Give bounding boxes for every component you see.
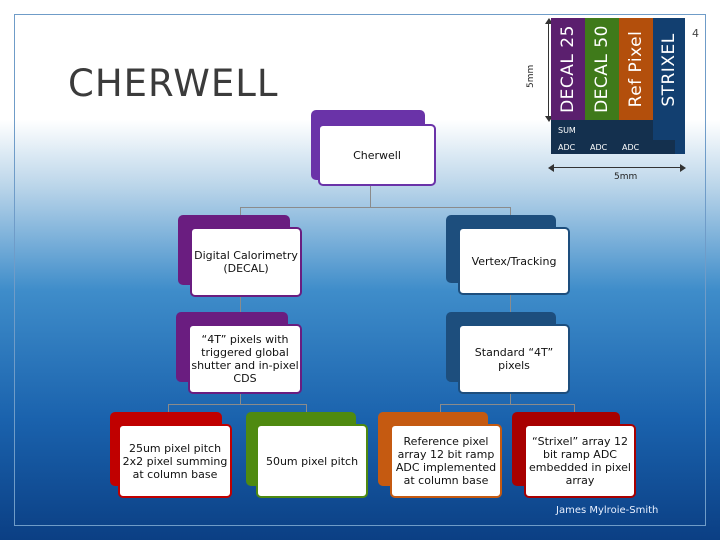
connector-right-mid <box>510 295 511 315</box>
adc-label-2: ADC <box>590 143 608 152</box>
sum-label: SUM <box>558 126 576 135</box>
sum-strip <box>551 120 653 140</box>
root-node-label: Cherwell <box>353 148 401 162</box>
sensor-decal25: DECAL 25 <box>551 18 585 120</box>
slide-frame <box>14 14 706 526</box>
connector-root-horizontal <box>240 207 510 208</box>
sensor-ref-pixel: Ref Pixel <box>619 18 653 120</box>
leaf-reference-label: Reference pixel array 12 bit ramp ADC im… <box>395 435 497 487</box>
leaf-50um-node: 50um pixel pitch <box>256 424 368 498</box>
author-credit: James Mylroie-Smith <box>556 505 659 516</box>
dim-arrow-vertical <box>548 22 549 120</box>
connector-root-left <box>240 207 241 219</box>
connector-leaf2 <box>306 404 307 414</box>
connector-root-right <box>510 207 511 219</box>
standard-4t-node-label: Standard “4T” pixels <box>474 346 554 372</box>
root-node: Cherwell <box>318 124 436 186</box>
4t-global-node-label: “4T” pixels with triggered global shutte… <box>191 333 299 385</box>
vertex-node-label: Vertex/Tracking <box>471 254 557 268</box>
connector-root-down <box>370 186 371 208</box>
sensor-label-decal50: DECAL 50 <box>592 25 612 113</box>
decal-node: Digital Calorimetry (DECAL) <box>190 227 302 297</box>
sensor-label-decal25: DECAL 25 <box>558 25 578 113</box>
adc-label-3: ADC <box>622 143 640 152</box>
page-number: 4 <box>692 27 699 40</box>
sensor-label-strixel: STRIXEL <box>659 32 679 107</box>
horizontal-dimension-label: 5mm <box>614 172 638 182</box>
connector-left-mid <box>240 297 241 315</box>
dim-arrow-head-top <box>545 18 553 24</box>
connector-left-down <box>240 393 241 405</box>
sensor-decal50: DECAL 50 <box>585 18 619 120</box>
dim-arrow-head-right <box>680 164 686 172</box>
leaf-25um-label: 25um pixel pitch 2x2 pixel summing at co… <box>122 441 228 481</box>
connector-right-horizontal <box>440 404 574 405</box>
connector-leaf1 <box>168 404 169 414</box>
leaf-50um-label: 50um pixel pitch <box>265 454 359 468</box>
vertex-node: Vertex/Tracking <box>458 227 570 295</box>
connector-leaf4 <box>574 404 575 414</box>
4t-global-node: “4T” pixels with triggered global shutte… <box>188 324 302 394</box>
sensor-strixel: STRIXEL <box>653 18 685 154</box>
sensor-label-ref-pixel: Ref Pixel <box>626 30 646 108</box>
connector-left-horizontal <box>168 404 306 405</box>
vertical-dimension-label: 5mm <box>526 64 536 88</box>
dim-arrow-horizontal <box>553 167 681 168</box>
dim-arrow-head-bottom <box>545 116 553 122</box>
leaf-strixel-label: “Strixel” array 12 bit ramp ADC embedded… <box>528 435 631 487</box>
leaf-25um-node: 25um pixel pitch 2x2 pixel summing at co… <box>118 424 232 498</box>
slide-title: CHERWELL <box>68 62 279 105</box>
leaf-strixel-node: “Strixel” array 12 bit ramp ADC embedded… <box>524 424 636 498</box>
adc-strip <box>551 140 675 154</box>
standard-4t-node: Standard “4T” pixels <box>458 324 570 394</box>
decal-node-label: Digital Calorimetry (DECAL) <box>194 249 298 275</box>
adc-label-1: ADC <box>558 143 576 152</box>
leaf-reference-node: Reference pixel array 12 bit ramp ADC im… <box>390 424 502 498</box>
dim-arrow-head-left <box>548 164 554 172</box>
connector-right-down <box>510 393 511 405</box>
connector-leaf3 <box>440 404 441 414</box>
